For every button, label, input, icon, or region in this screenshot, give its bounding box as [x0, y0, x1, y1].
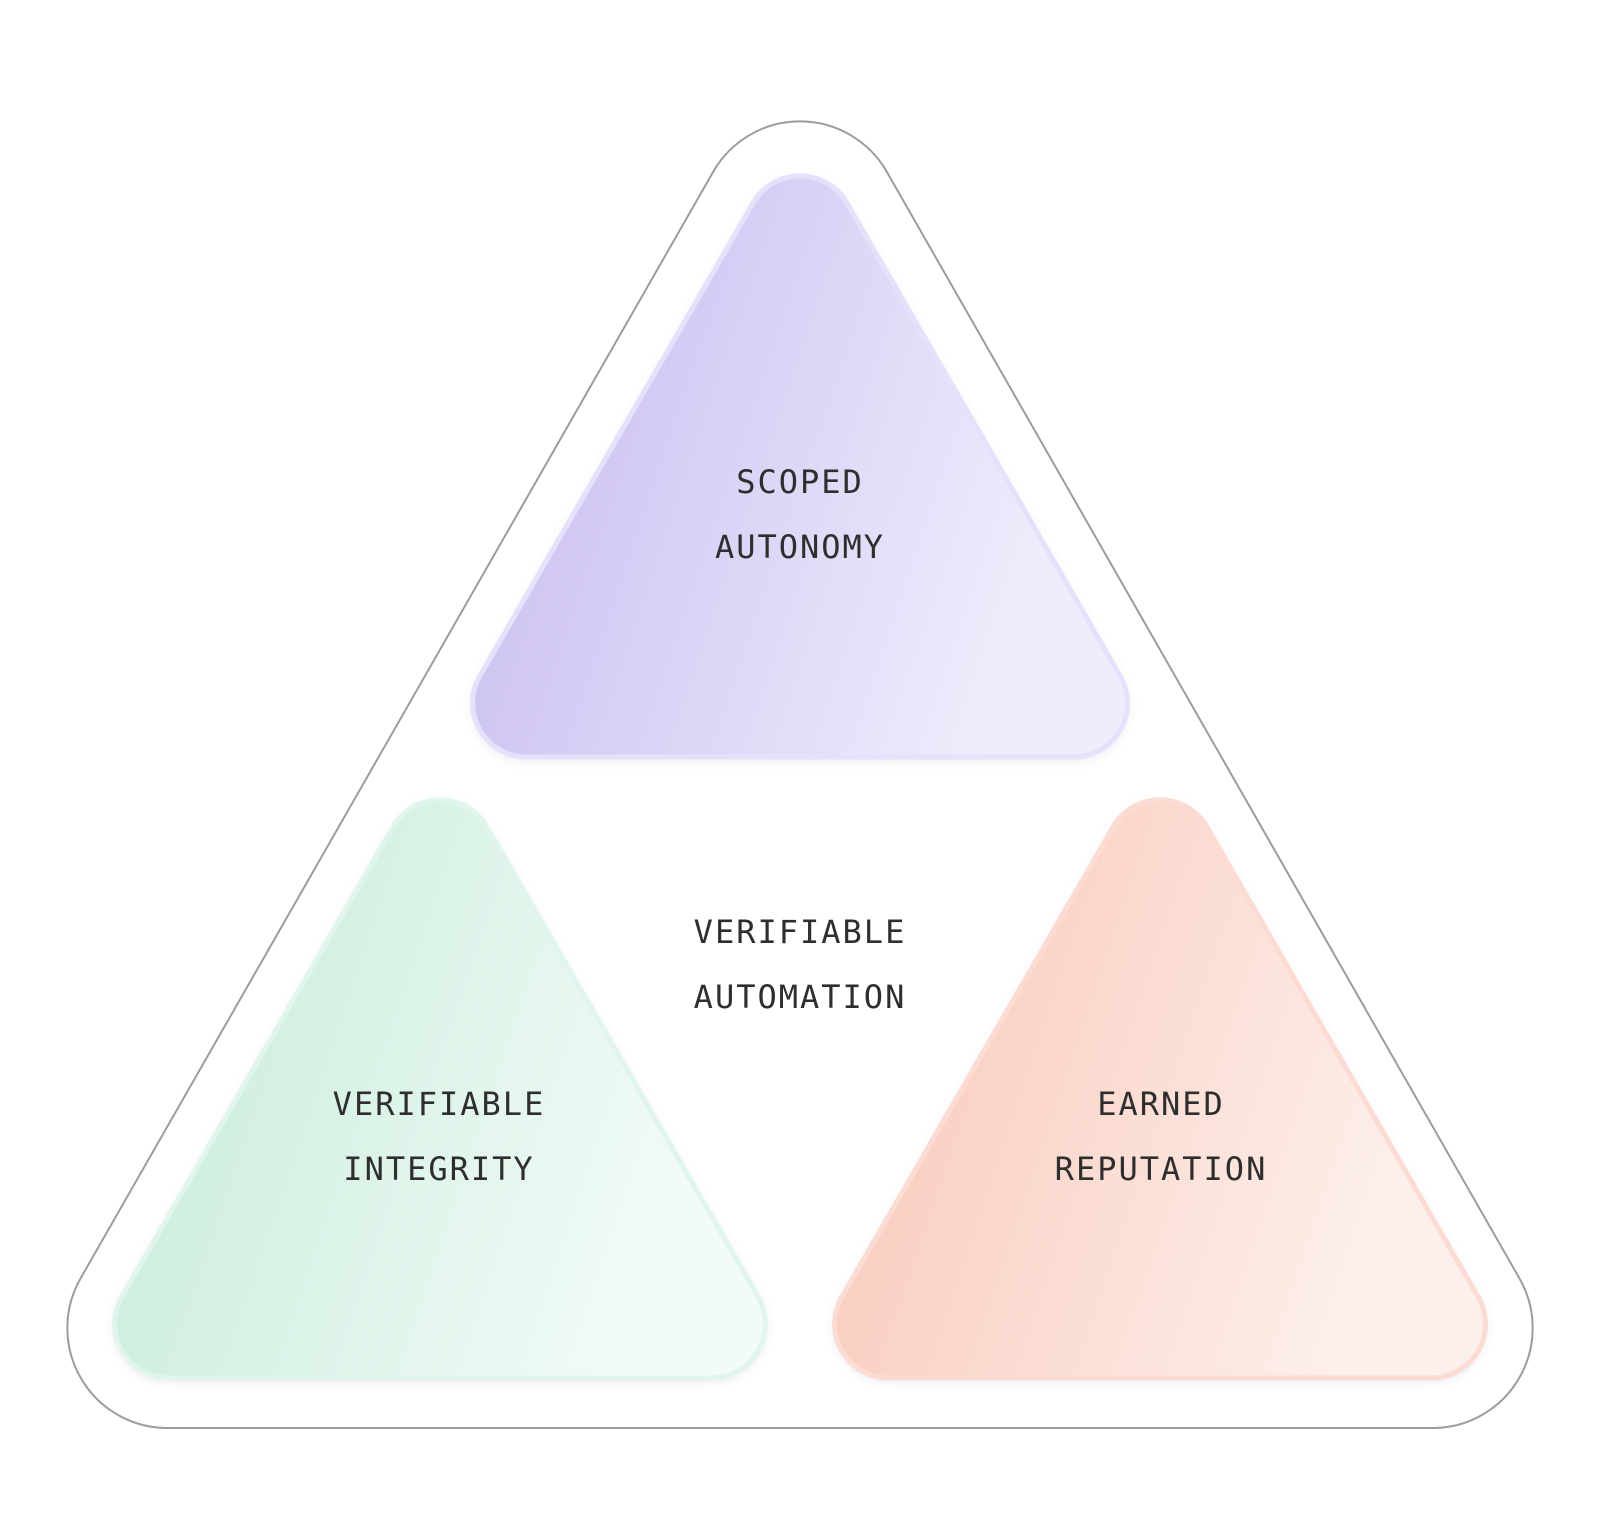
scoped-autonomy-triangle — [470, 173, 1130, 760]
verifiable-automation-label-line2: AUTOMATION — [693, 978, 907, 1016]
scoped-autonomy-label-line2: AUTONOMY — [714, 528, 886, 566]
verifiable-integrity-label-line1: VERIFIABLE — [332, 1085, 546, 1123]
verifiable-automation-label: VERIFIABLE AUTOMATION — [694, 900, 907, 1030]
scoped-autonomy-label: SCOPED AUTONOMY — [715, 450, 885, 580]
earned-reputation-triangle — [832, 797, 1488, 1381]
earned-reputation-label-line2: REPUTATION — [1054, 1150, 1268, 1188]
scoped-autonomy-label-line1: SCOPED — [736, 463, 864, 501]
earned-reputation-label: EARNED REPUTATION — [1055, 1072, 1268, 1202]
verifiable-integrity-label-line2: INTEGRITY — [343, 1150, 535, 1188]
outer-triangle-outline — [66, 120, 1534, 1430]
verifiable-automation-label-line1: VERIFIABLE — [693, 913, 907, 951]
earned-reputation-label-line1: EARNED — [1097, 1085, 1225, 1123]
verifiable-integrity-label: VERIFIABLE INTEGRITY — [333, 1072, 546, 1202]
verifiable-integrity-triangle — [112, 797, 768, 1381]
